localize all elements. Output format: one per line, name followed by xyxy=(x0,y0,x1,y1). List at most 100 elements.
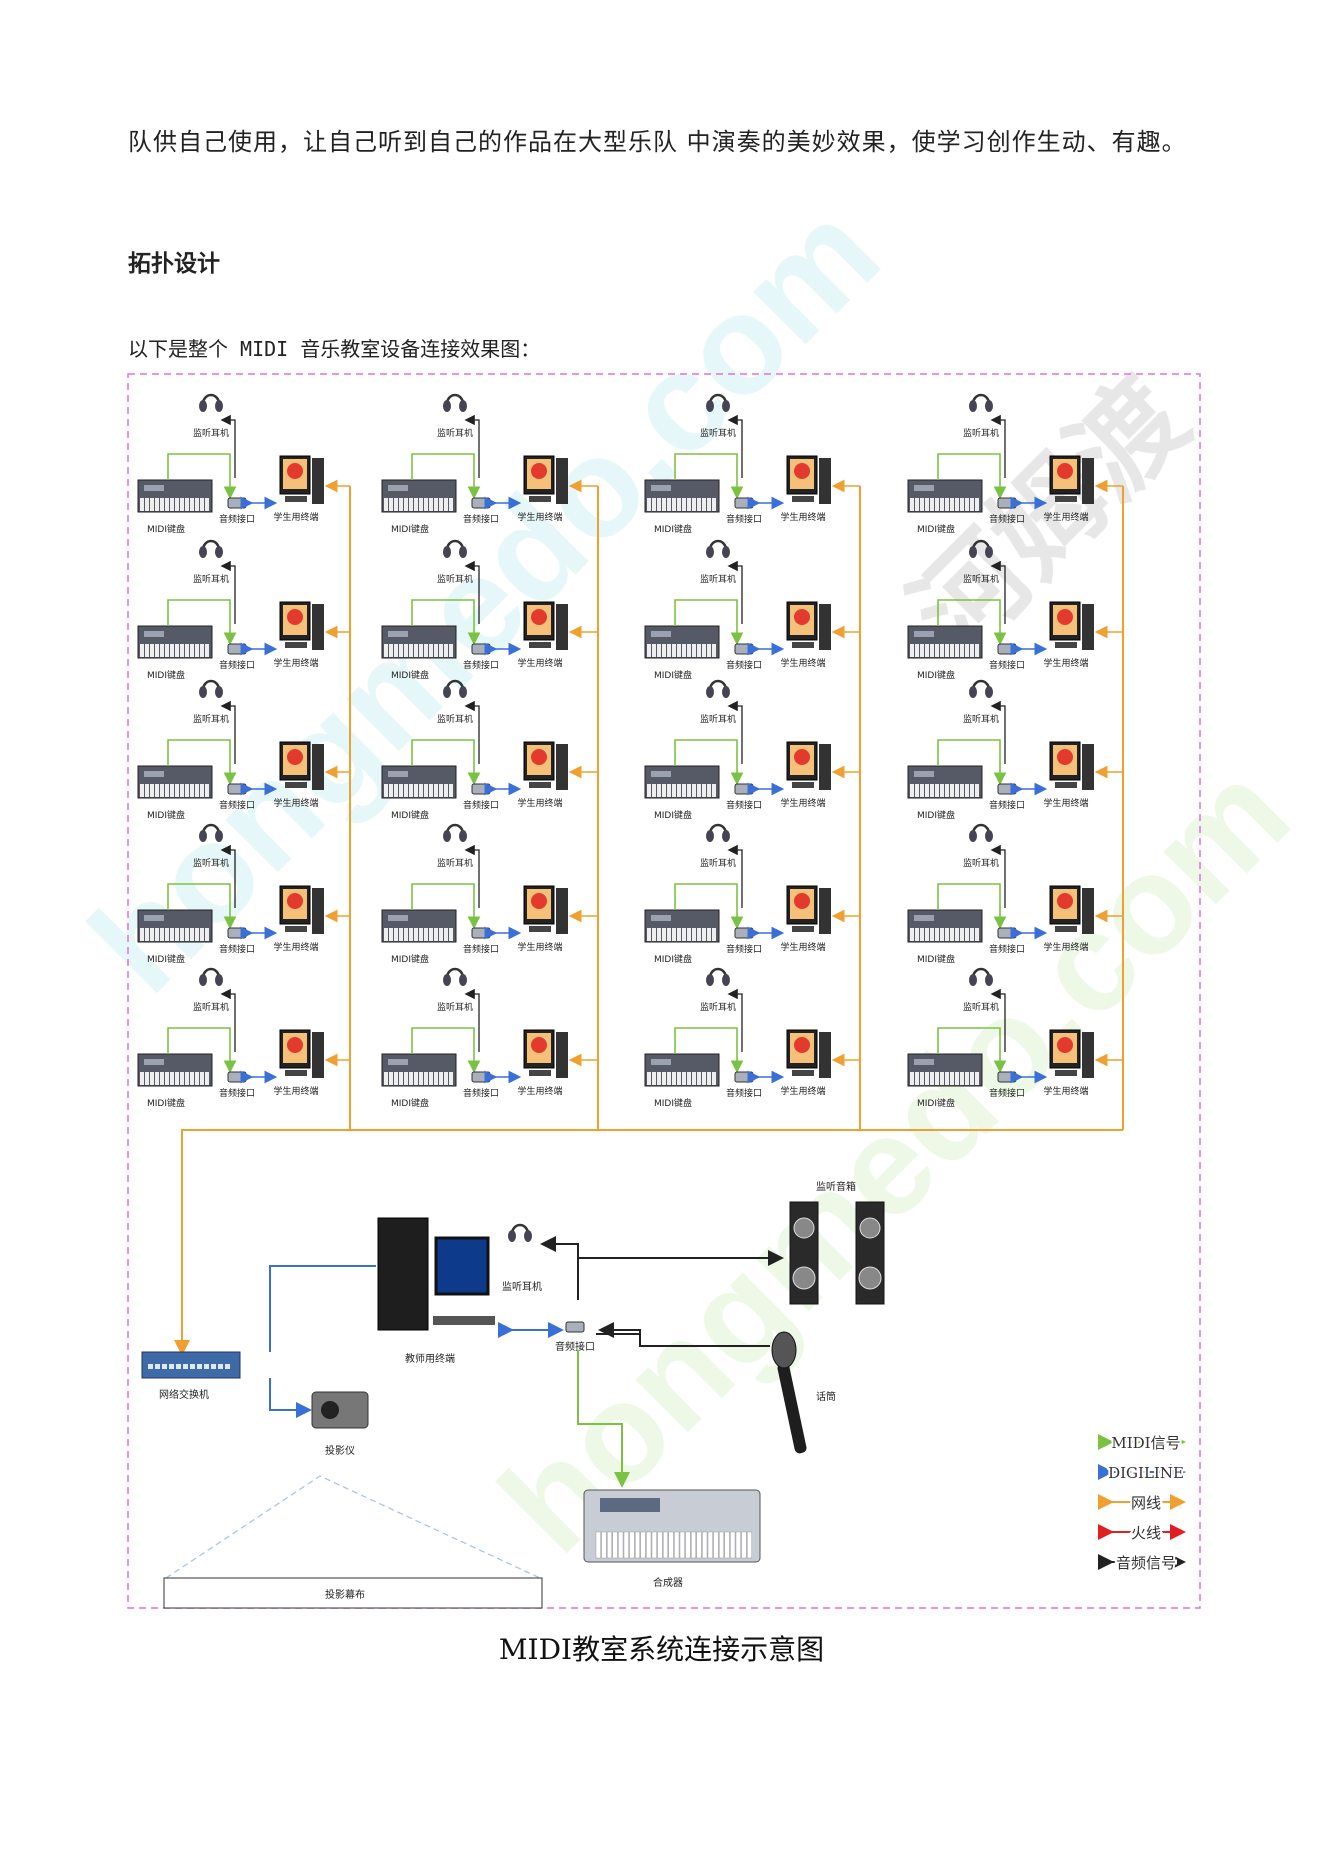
audio-interface-box xyxy=(734,1071,754,1083)
audio-interface-label: 音频接口 xyxy=(989,1087,1025,1099)
keyboard-panel xyxy=(144,631,164,637)
white-key xyxy=(940,1072,944,1085)
white-key xyxy=(677,498,681,511)
white-key xyxy=(419,1072,423,1085)
student-station: 监听耳机MIDI键盘音频接口学生用终端 xyxy=(907,967,1123,1109)
white-key xyxy=(429,928,433,941)
midi-line xyxy=(411,1027,481,1074)
headphone-cup xyxy=(969,830,977,842)
white-key xyxy=(712,784,716,797)
screen-graphic xyxy=(794,463,810,479)
white-key xyxy=(672,784,676,797)
synth-key xyxy=(730,1531,736,1559)
white-key xyxy=(677,928,681,941)
white-key xyxy=(702,498,706,511)
keyboard-label: MIDI键盘 xyxy=(654,523,692,535)
audio-interface-label: 音频接口 xyxy=(219,513,255,525)
pc-tower xyxy=(312,458,324,504)
headphones-label: 监听耳机 xyxy=(193,857,229,869)
audio-line xyxy=(464,560,480,624)
terminal-label: 学生用终端 xyxy=(517,657,562,669)
white-key xyxy=(175,1072,179,1085)
terminal-label: 学生用终端 xyxy=(273,1085,318,1097)
white-key xyxy=(389,784,393,797)
terminal-label: 学生用终端 xyxy=(517,797,562,809)
switch-port xyxy=(211,1364,216,1369)
speaker-cone xyxy=(858,1266,882,1290)
white-key xyxy=(394,498,398,511)
white-key xyxy=(424,928,428,941)
white-key xyxy=(145,644,149,657)
terminal-label: 学生用终端 xyxy=(1043,1085,1088,1097)
section-heading: 拓扑设计 xyxy=(128,251,220,277)
screen-graphic xyxy=(794,609,810,625)
white-key xyxy=(170,928,174,941)
headphones-label: 监听耳机 xyxy=(963,713,999,725)
midi-line xyxy=(411,739,481,786)
white-key xyxy=(190,928,194,941)
white-key xyxy=(930,644,934,657)
white-key xyxy=(955,1072,959,1085)
white-key xyxy=(429,1072,433,1085)
screen-graphic xyxy=(531,609,547,625)
white-key xyxy=(910,498,914,511)
speaker-cone xyxy=(859,1217,881,1239)
white-key xyxy=(424,644,428,657)
white-key xyxy=(662,784,666,797)
white-key xyxy=(692,784,696,797)
white-key xyxy=(165,928,169,941)
headphone-cup xyxy=(443,830,451,842)
switch-label: 网络交换机 xyxy=(159,1388,209,1401)
student-station: 监听耳机MIDI键盘音频接口学生用终端 xyxy=(644,679,860,821)
white-key xyxy=(399,784,403,797)
headphone-cup xyxy=(969,974,977,986)
microphone-handle xyxy=(777,1362,807,1454)
screen-graphic xyxy=(287,463,303,479)
keyboard-tray xyxy=(529,782,551,788)
keyboard-label: MIDI键盘 xyxy=(391,953,429,965)
white-key xyxy=(180,644,184,657)
headphones-label: 监听耳机 xyxy=(437,427,473,439)
synth-key xyxy=(668,1531,674,1559)
terminal-label: 学生用终端 xyxy=(780,1085,825,1097)
white-key xyxy=(200,928,204,941)
white-key xyxy=(970,644,974,657)
midi-line xyxy=(167,453,237,500)
white-key xyxy=(160,1072,164,1085)
digiline-projector xyxy=(269,1378,312,1418)
keyboard-panel xyxy=(914,1059,934,1065)
white-key xyxy=(205,1072,209,1085)
switch-port xyxy=(190,1364,195,1369)
audio-interface-box xyxy=(227,1071,247,1083)
white-key xyxy=(200,644,204,657)
teacher-audio-interface-label: 音频接口 xyxy=(555,1340,595,1353)
white-key xyxy=(389,498,393,511)
terminal-label: 学生用终端 xyxy=(517,511,562,523)
white-key xyxy=(444,784,448,797)
screen-label: 投影幕布 xyxy=(325,1588,365,1601)
screen-graphic xyxy=(1057,893,1073,909)
student-station: 监听耳机MIDI键盘音频接口学生用终端 xyxy=(644,393,860,535)
white-key xyxy=(960,1072,964,1085)
microphone-label: 话筒 xyxy=(816,1390,836,1403)
white-key xyxy=(394,644,398,657)
headphone-cup xyxy=(722,974,730,986)
audio-interface-box xyxy=(471,1071,491,1083)
white-key xyxy=(185,644,189,657)
synth-key xyxy=(595,1531,601,1559)
white-key xyxy=(180,928,184,941)
white-key xyxy=(925,1072,929,1085)
screen-graphic xyxy=(1057,609,1073,625)
synth-display xyxy=(600,1498,660,1512)
pc-tower xyxy=(819,888,831,934)
white-key xyxy=(930,928,934,941)
midi-line xyxy=(937,453,1007,500)
legend-label: MIDI信号 xyxy=(1111,1434,1180,1452)
switch-port xyxy=(169,1364,174,1369)
keyboard-label: MIDI键盘 xyxy=(917,1097,955,1109)
white-key xyxy=(672,644,676,657)
white-key xyxy=(180,1072,184,1085)
headphone-cup xyxy=(985,546,993,558)
headphone-cup xyxy=(722,546,730,558)
teacher-pc-tower xyxy=(377,1217,429,1331)
